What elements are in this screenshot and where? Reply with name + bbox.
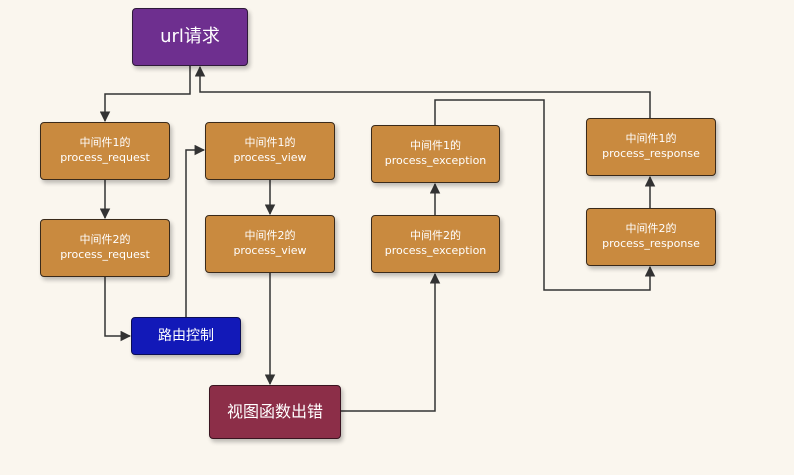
node-title: 中间件1的: [244, 136, 296, 150]
url-request-label: url请求: [160, 25, 220, 47]
middleware2-process-response-node: 中间件2的 process_response: [586, 208, 716, 266]
view-function-error-node: 视图函数出错: [209, 385, 341, 439]
edge-url-to-request1: [99, 66, 191, 123]
node-title: 中间件1的: [410, 139, 461, 153]
middleware1-process-exception-node: 中间件1的 process_exception: [371, 125, 500, 183]
edge-response1-to-url: [194, 65, 651, 118]
node-method: process_view: [233, 151, 307, 164]
node-title: 中间件2的: [410, 229, 461, 243]
edge-routing-to-view1: [185, 144, 206, 317]
middleware2-process-exception-node: 中间件2的 process_exception: [371, 215, 500, 273]
edge-exception1-to-response2: [434, 99, 656, 291]
edge-request2-to-routing: [104, 277, 132, 342]
view-error-label: 视图函数出错: [226, 402, 323, 422]
node-method: process_view: [233, 244, 307, 257]
node-method: process_exception: [384, 154, 487, 167]
middleware1-process-response-node: 中间件1的 process_response: [586, 118, 716, 176]
node-method: process_response: [602, 237, 700, 250]
middleware1-process-view-node: 中间件1的 process_view: [205, 122, 335, 180]
node-title: 中间件1的: [625, 132, 677, 146]
node-title: 中间件2的: [79, 233, 131, 247]
node-title: 中间件1的: [79, 136, 131, 150]
url-request-node: url请求: [132, 8, 248, 66]
middleware2-process-request-node: 中间件2的 process_request: [40, 219, 170, 277]
middleware1-process-request-node: 中间件1的 process_request: [40, 122, 170, 180]
routing-label: 路由控制: [158, 327, 214, 344]
node-method: process_response: [602, 147, 700, 160]
middleware2-process-view-node: 中间件2的 process_view: [205, 215, 335, 273]
node-method: process_exception: [384, 244, 487, 257]
node-title: 中间件2的: [244, 229, 296, 243]
node-title: 中间件2的: [625, 222, 677, 236]
routing-node: 路由控制: [131, 317, 241, 355]
edge-viewerror-to-exception2: [341, 272, 441, 412]
node-method: process_request: [60, 151, 150, 164]
node-method: process_request: [60, 248, 150, 261]
